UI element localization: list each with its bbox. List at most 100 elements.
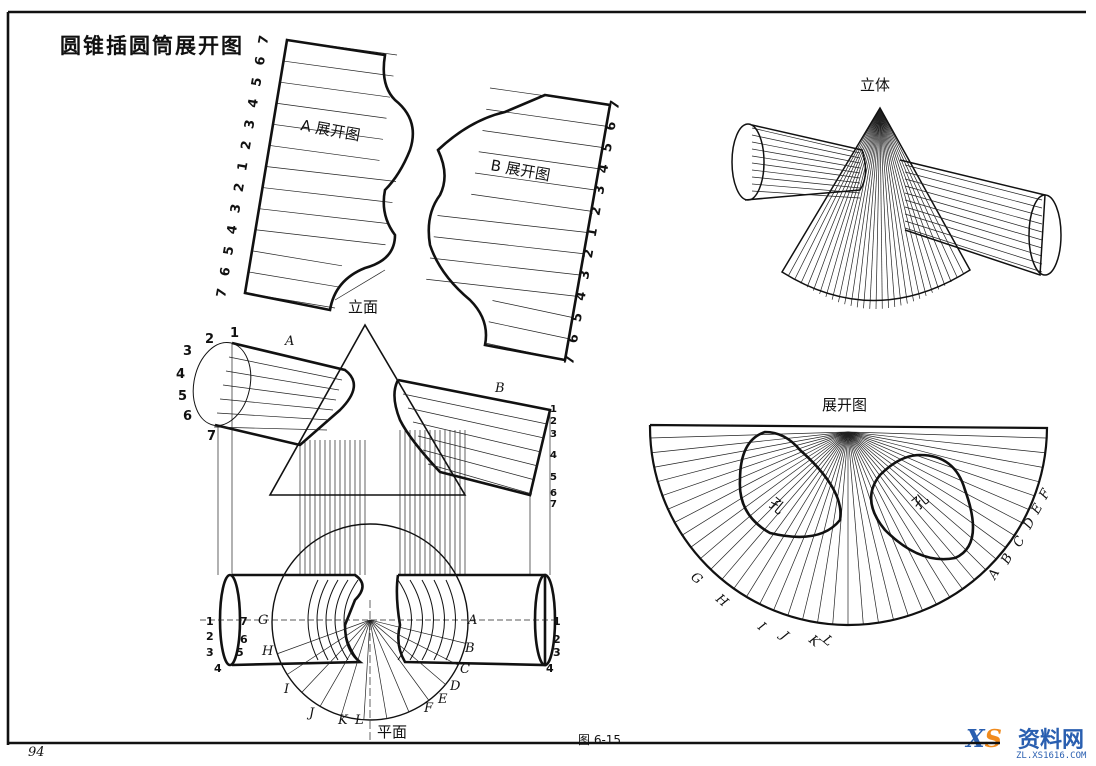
development-element-line (832, 431, 849, 624)
cylinder-b-element-line (427, 463, 533, 495)
development-element-line (787, 431, 849, 616)
strip-a-element-line (248, 271, 339, 288)
elevation-left-number: 6 (183, 409, 192, 424)
strip-b-number: 2 (588, 205, 604, 217)
cylinder-b-element-line (402, 393, 548, 425)
cone-element-line (831, 107, 881, 300)
strip-a-number: 4 (225, 224, 241, 236)
development-element-line (847, 431, 1015, 536)
elevation-right-number: 6 (550, 488, 557, 499)
development-label: 展开图 (822, 396, 867, 414)
plan-letter: F (423, 701, 434, 716)
intersection-curve (325, 579, 339, 661)
strip-b-number: 7 (562, 354, 578, 366)
cone-element-line (850, 107, 881, 307)
strip-b-element-line (488, 321, 569, 340)
strip-a-number: 4 (246, 97, 262, 109)
strip-b-number: 5 (600, 142, 616, 154)
plan-element-line (369, 619, 430, 701)
watermark-xs: XS (966, 724, 1002, 753)
intersection-curve (334, 579, 349, 661)
hole-label-left: 孔 (765, 494, 788, 517)
projection-line (334, 269, 386, 301)
cylinder-b-element-line (407, 407, 545, 439)
plan-left-outer-number: 1 (206, 615, 214, 628)
plan-left-inner-number: 6 (240, 633, 248, 646)
development-element-line (650, 431, 849, 439)
elevation-right-number: 3 (550, 429, 557, 440)
development-letter-right: A (985, 566, 1003, 582)
development-letter-right: D (1020, 515, 1039, 533)
elevation-left-number: 2 (205, 332, 214, 347)
elevation-right-number: 5 (550, 472, 557, 483)
strip-a-element-line (262, 187, 393, 203)
plan-letter: H (261, 644, 274, 659)
strip-a-number: 1 (235, 161, 251, 173)
intersection-curve (316, 579, 329, 661)
cone-element-line (863, 107, 881, 309)
strip-b-number: 6 (566, 333, 582, 345)
development-element-line (847, 431, 1023, 524)
cone-element-line (844, 107, 881, 305)
strip-b-number: 4 (573, 290, 589, 302)
cylinder-element-line (751, 155, 861, 174)
strip-b-element-line (471, 193, 592, 212)
development-element-line (656, 431, 849, 483)
plan-label: 平面 (377, 723, 407, 741)
cylinder-element-line (751, 169, 861, 184)
cylinder-b-element-line (412, 421, 542, 453)
development-element-line (699, 431, 849, 560)
plan-element-line (277, 619, 371, 655)
cone-element-line (879, 107, 896, 307)
cone-element-line (879, 107, 958, 279)
cylinder-element-line (904, 206, 1043, 249)
development-letter-right: B (998, 551, 1016, 568)
plan-left-outer-number: 3 (206, 646, 214, 659)
development-element-line (773, 431, 849, 611)
strip-a-number: 7 (214, 287, 230, 299)
strip-a-element-line (276, 102, 387, 119)
development-element-line (847, 431, 1043, 468)
development-element-line (847, 431, 1030, 510)
cylinder-b-label: B (494, 381, 505, 396)
intersection-curve (433, 579, 445, 661)
development-element-line (847, 431, 1045, 454)
cylinder-b-element-line (422, 449, 536, 481)
solid-label: 立体 (860, 76, 890, 94)
elevation-left-number: 7 (207, 429, 216, 444)
cylinder-element-line (751, 148, 861, 169)
plan-element-line (369, 619, 410, 713)
development-element-line (673, 431, 849, 524)
development-letter-left: J (775, 627, 792, 644)
cone-element-line (879, 107, 902, 306)
cylinder-element-line (904, 227, 1043, 273)
development-element-line (847, 431, 1040, 483)
development-letter-left: I (754, 619, 769, 635)
strip-a-number: 2 (232, 182, 248, 194)
development-element-line (847, 431, 879, 622)
development-element-line (847, 431, 864, 624)
cylinder-a-element-line (222, 384, 337, 401)
cylinder-element-line (904, 199, 1043, 241)
development-element-line (847, 431, 1007, 549)
strip-a-number: 5 (221, 245, 237, 257)
elevation-right-number: 2 (550, 416, 557, 427)
plan-letter: L (354, 713, 364, 728)
intersection-curve (307, 579, 319, 661)
strip-a-label: A 展开图 (299, 116, 361, 144)
elevation-right-number: 4 (550, 450, 557, 461)
cylinder-element-line (751, 134, 861, 159)
development-letter-left: L (819, 632, 836, 650)
development-element-line (847, 431, 1035, 497)
cylinder-element-line (751, 162, 861, 179)
development-element-line (709, 431, 849, 571)
cone-element-line (806, 107, 881, 288)
strip-a-number: 3 (242, 119, 258, 131)
cylinder-a-element-line (216, 412, 331, 421)
strip-b-number: 3 (592, 184, 608, 196)
plan-letter: I (283, 682, 290, 697)
intersection-curve (421, 579, 434, 661)
strip-b-number: 6 (603, 120, 619, 132)
